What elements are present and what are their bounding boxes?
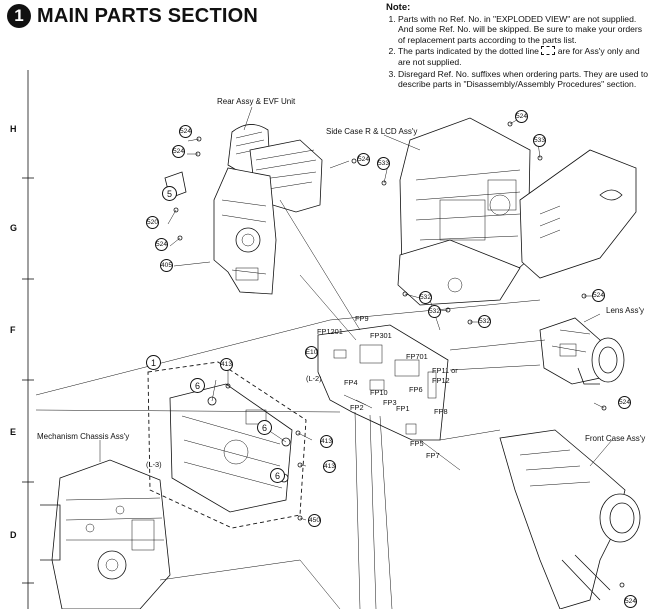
grid-row-f: F <box>10 325 16 335</box>
ref-balloon: 413 <box>320 435 333 448</box>
side-case-lcd-drawing <box>397 117 637 306</box>
grid-row-d: D <box>10 530 17 540</box>
ref-balloon: 413 <box>323 460 336 473</box>
connector-fp10: FP10 <box>370 388 388 397</box>
ref-balloon: 533 <box>377 157 390 170</box>
ref-balloon: 6 <box>257 420 272 435</box>
connector-fp6: FP6 <box>409 385 423 394</box>
lens-assy-drawing <box>539 317 625 385</box>
label-rear-assy: Rear Assy & EVF Unit <box>217 97 296 106</box>
note-list: Parts with no Ref. No. in "EXPLODED VIEW… <box>386 14 648 90</box>
ref-balloon: 532 <box>428 305 441 318</box>
connector-fp301: FP301 <box>370 331 392 340</box>
connector-fp9: FP9 <box>355 314 369 323</box>
ref-balloon: 524 <box>179 125 192 138</box>
grid-row-e: E <box>10 427 17 437</box>
connector-fp4: FP4 <box>344 378 358 387</box>
connector-fp11: FP11 or <box>432 366 458 375</box>
section-title-text: MAIN PARTS SECTION <box>37 4 259 27</box>
side-label-l3: (L-3) <box>146 460 162 469</box>
ref-balloon: 5 <box>162 186 177 201</box>
note-item-1: Parts with no Ref. No. in "EXPLODED VIEW… <box>398 14 648 46</box>
note-item-2b: are for Ass'y only and are not supplied. <box>398 46 640 67</box>
connector-fp3: FP3 <box>383 398 397 407</box>
holder-frame-drawing <box>147 361 307 529</box>
note-heading: Note: <box>386 2 411 13</box>
ref-balloon: 450 <box>308 514 321 527</box>
connector-fp2: FP2 <box>350 403 364 412</box>
note-item-3: Disregard Ref. No. suffixes when orderin… <box>398 69 648 90</box>
ref-balloon: E10 <box>305 346 318 359</box>
ref-balloon: 524 <box>172 145 185 158</box>
rear-assy-evf-drawing <box>164 124 323 295</box>
ref-balloon: 524 <box>592 289 605 302</box>
label-lens-assy: Lens Ass'y <box>606 306 644 315</box>
connector-fp7: FP7 <box>426 451 440 460</box>
ref-balloon: 524 <box>155 238 168 251</box>
section-number-badge: 1 <box>7 4 31 28</box>
ref-balloon: 532 <box>478 315 491 328</box>
ref-balloon: 532 <box>419 291 432 304</box>
note-item-2: The parts indicated by the dotted line a… <box>398 46 648 67</box>
connector-fp12: FP12 <box>432 376 450 385</box>
ref-balloon: 520 <box>146 216 159 229</box>
grid-row-h: H <box>10 124 17 134</box>
grid-row-g: G <box>10 223 18 233</box>
ref-balloon: 1 <box>146 355 161 370</box>
ref-balloon: 524 <box>618 396 631 409</box>
side-label-l2: (L-2) <box>306 374 322 383</box>
ref-balloon: 524 <box>357 153 370 166</box>
connector-fp701: FP701 <box>406 352 428 361</box>
label-mechanism-chassis: Mechanism Chassis Ass'y <box>37 432 130 441</box>
connector-fp5: FP5 <box>410 439 424 448</box>
note-block: Note: Parts with no Ref. No. in "EXPLODE… <box>386 2 648 91</box>
connector-fp8: FP8 <box>434 407 448 416</box>
ref-balloon: 524 <box>624 595 637 608</box>
ref-balloon: 533 <box>533 134 546 147</box>
connector-fp1: FP1 <box>396 404 410 413</box>
label-front-case: Front Case Ass'y <box>585 434 646 443</box>
ref-balloon: 6 <box>270 468 285 483</box>
ref-balloon: 6 <box>190 378 205 393</box>
label-side-case: Side Case R & LCD Ass'y <box>326 127 418 136</box>
connector-fp1201: FP1201 <box>317 327 343 336</box>
front-case-drawing <box>499 429 641 609</box>
section-title: 1 MAIN PARTS SECTION <box>7 4 258 28</box>
ref-balloon: 413 <box>220 358 233 371</box>
mechanism-chassis-drawing <box>40 459 171 609</box>
dotted-line-icon <box>541 46 556 56</box>
main-pcb-drawing <box>317 324 449 441</box>
ref-balloon: 524 <box>515 110 528 123</box>
ref-balloon: 405 <box>160 259 173 272</box>
note-item-2a: The parts indicated by the dotted line <box>398 46 539 57</box>
